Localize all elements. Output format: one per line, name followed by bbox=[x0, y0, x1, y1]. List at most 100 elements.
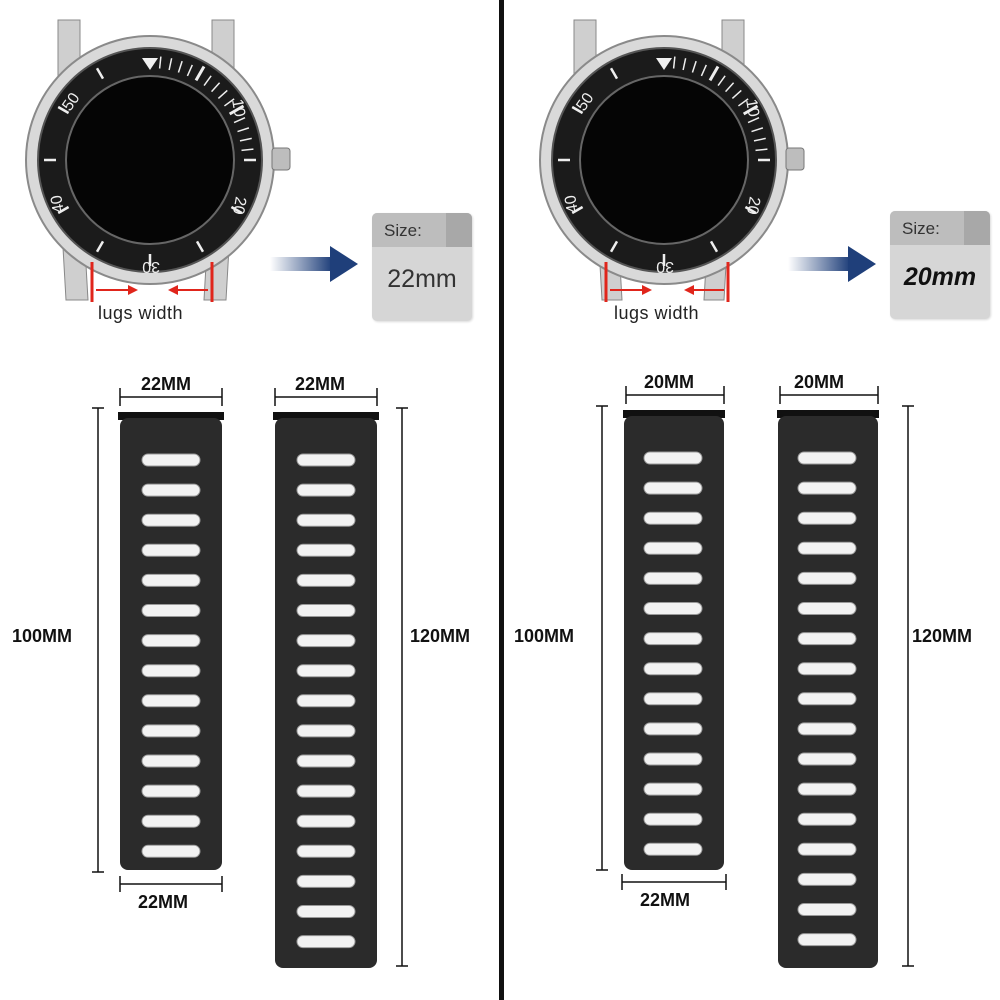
strap-diagram bbox=[596, 386, 914, 968]
strap-hole bbox=[797, 722, 857, 736]
watch-face bbox=[65, 75, 235, 245]
strap-hole bbox=[643, 481, 703, 495]
long-strap-length: 120MM bbox=[410, 626, 471, 646]
strap-hole bbox=[141, 844, 201, 858]
bezel-tick bbox=[751, 127, 764, 133]
strap-hole bbox=[797, 812, 857, 826]
bezel-tick bbox=[177, 60, 183, 73]
bezel-ticks bbox=[558, 56, 770, 266]
bezel-tick bbox=[717, 75, 726, 87]
lugs-width-label: lugs width bbox=[98, 303, 184, 323]
bezel-tick bbox=[241, 148, 254, 152]
strap-hole bbox=[797, 571, 857, 585]
bezel-tick bbox=[708, 65, 720, 82]
strap-hole bbox=[797, 511, 857, 525]
strap-hole bbox=[643, 812, 703, 826]
strap-hole bbox=[141, 664, 201, 678]
bezel-tick bbox=[731, 89, 742, 99]
short-strap-bottom-width: 22MM bbox=[640, 890, 691, 910]
strap-hole bbox=[296, 483, 356, 497]
strap-hole bbox=[296, 634, 356, 648]
short-strap-length: 100MM bbox=[12, 626, 73, 646]
strap-hole bbox=[141, 483, 201, 497]
strap-hole bbox=[643, 602, 703, 615]
bezel-tick bbox=[158, 56, 162, 69]
strap-hole bbox=[797, 903, 857, 916]
bezel-tick bbox=[230, 205, 243, 215]
bezel-tick bbox=[194, 65, 206, 82]
watch-illustration: 50 10 40 20 30 bbox=[539, 19, 876, 302]
bezel-ticks bbox=[44, 56, 256, 266]
strap-hole bbox=[797, 662, 857, 676]
watch-face bbox=[579, 75, 749, 245]
strap-hole bbox=[797, 782, 857, 796]
bezel-tick bbox=[725, 82, 735, 93]
bezel-tick bbox=[742, 104, 759, 116]
bezel-tick bbox=[233, 117, 246, 124]
strap-hole bbox=[296, 694, 356, 708]
bezel-number: 10 bbox=[742, 98, 762, 119]
panel-divider bbox=[499, 0, 504, 1000]
bezel-tick bbox=[571, 205, 584, 215]
strap-hole bbox=[643, 511, 703, 525]
strap-hole bbox=[643, 571, 703, 585]
strap-hole bbox=[141, 634, 201, 648]
strap-hole bbox=[797, 842, 857, 856]
strap-hole bbox=[643, 842, 703, 856]
bezel-tick bbox=[57, 205, 70, 215]
panel-22mm: 50 10 40 20 30 lugs width bbox=[12, 19, 472, 968]
strap-hole bbox=[141, 694, 201, 708]
bezel-tick bbox=[223, 98, 235, 107]
strap-hole bbox=[296, 754, 356, 768]
strap-hole bbox=[141, 513, 201, 527]
size-card: Size: 20mm bbox=[890, 211, 990, 319]
bezel-number: 30 bbox=[142, 258, 160, 275]
bezel-tick bbox=[682, 58, 687, 71]
short-strap bbox=[623, 410, 725, 870]
bezel-number: 40 bbox=[48, 194, 68, 215]
strap-diagram bbox=[92, 388, 408, 968]
strap-hole bbox=[296, 513, 356, 527]
watch-illustration: 50 10 40 20 30 bbox=[25, 19, 358, 302]
short-strap-length: 100MM bbox=[514, 626, 575, 646]
strap-hole bbox=[296, 724, 356, 738]
short-strap-top-width: 20MM bbox=[644, 372, 695, 392]
strap-hole bbox=[643, 451, 703, 465]
lugs-width-label: lugs width bbox=[614, 303, 700, 323]
bezel-triangle-icon bbox=[656, 58, 672, 70]
bezel-tick bbox=[700, 64, 707, 77]
crown-icon bbox=[271, 147, 291, 171]
strap-hole bbox=[141, 453, 201, 467]
bezel-tick bbox=[747, 117, 760, 124]
bezel-number: 20 bbox=[229, 195, 249, 216]
strap-hole bbox=[643, 722, 703, 736]
strap-hole bbox=[296, 814, 356, 828]
bezel-number: 40 bbox=[562, 194, 582, 215]
strap-hole bbox=[296, 453, 356, 467]
short-strap-top-width: 22MM bbox=[141, 374, 192, 394]
size-value: 22mm bbox=[387, 265, 457, 293]
strap-hole bbox=[296, 543, 356, 557]
bezel-tick bbox=[95, 240, 105, 253]
strap-hole bbox=[141, 814, 201, 828]
strap-hole bbox=[797, 692, 857, 706]
strap-hole bbox=[643, 782, 703, 796]
pointer-arrow-icon bbox=[788, 257, 850, 271]
bezel-tick bbox=[609, 67, 619, 80]
strap-hole bbox=[797, 602, 857, 615]
bezel-tick bbox=[195, 240, 205, 253]
strap-hole bbox=[141, 724, 201, 738]
bezel-number: 30 bbox=[656, 258, 674, 275]
strap-hole bbox=[797, 451, 857, 465]
crown-icon bbox=[785, 147, 805, 171]
bezel-tick bbox=[95, 67, 105, 80]
short-strap-bottom-width: 22MM bbox=[138, 892, 189, 912]
strap-hole bbox=[797, 872, 857, 886]
size-value: 20mm bbox=[903, 263, 977, 291]
strap-hole bbox=[296, 935, 356, 949]
strap-hole bbox=[643, 632, 703, 646]
size-card: Size: 22mm bbox=[372, 213, 472, 321]
bezel-tick bbox=[168, 58, 173, 71]
pointer-arrow-icon bbox=[270, 257, 332, 271]
